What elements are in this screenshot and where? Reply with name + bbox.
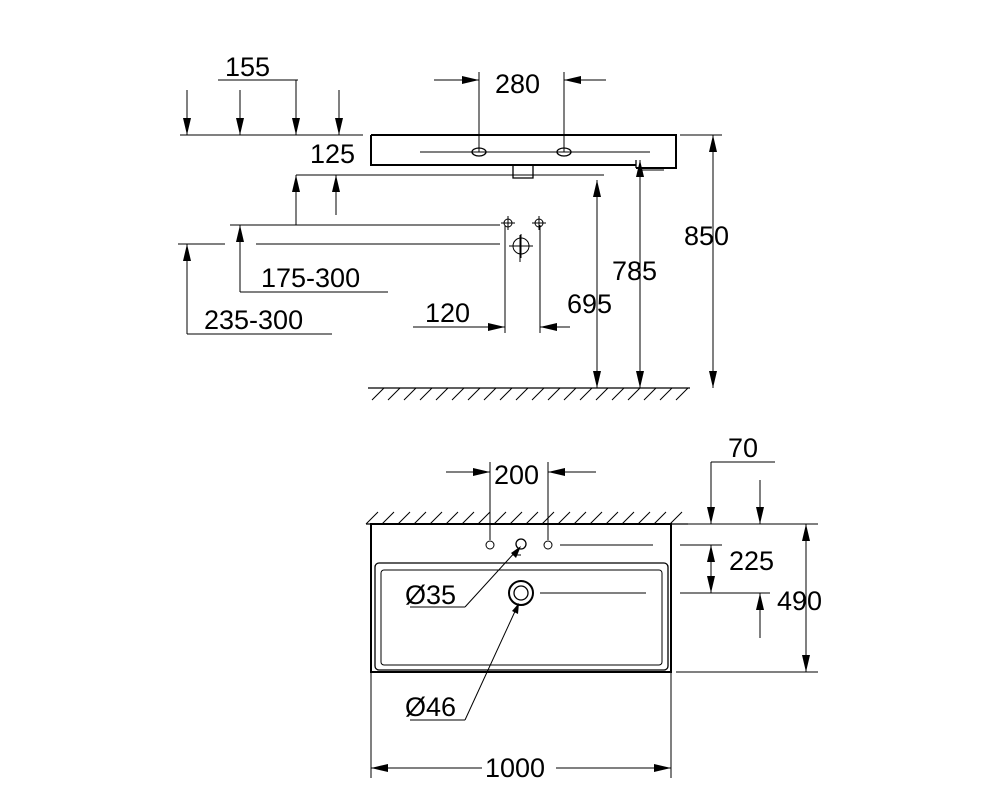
dim-235-300-group: 235-300 xyxy=(178,243,332,335)
floor-hatch xyxy=(368,387,690,401)
dim-175-300-group: 175-300 xyxy=(236,225,388,293)
dim-225-label: 225 xyxy=(729,546,774,576)
tap-hole-icon xyxy=(515,538,527,550)
dim-175-300-label: 175-300 xyxy=(261,263,360,293)
dim-120-label: 120 xyxy=(425,298,470,328)
dim-785-label: 785 xyxy=(612,256,657,286)
dim-200-label: 200 xyxy=(494,460,539,490)
tap-hole-marker-right-icon xyxy=(543,540,553,550)
dim-695-group: 695 xyxy=(567,180,612,388)
side-view: 155 280 125 xyxy=(178,52,729,401)
dim-d46-group: Ø46 xyxy=(405,603,519,722)
dim-850-label: 850 xyxy=(684,221,729,251)
dim-d35-label: Ø35 xyxy=(405,580,456,610)
dim-d35-group: Ø35 xyxy=(405,546,521,610)
dim-d46-label: Ø46 xyxy=(405,692,456,722)
dim-70-group: 70 xyxy=(707,433,775,524)
drain-inner-icon xyxy=(513,585,529,601)
top-view: 200 70 225 xyxy=(365,433,822,783)
basin-side-profile xyxy=(352,134,677,179)
dim-125-group: 125 xyxy=(292,139,360,225)
dim-125-label: 125 xyxy=(310,139,355,169)
dim-850-group: 850 xyxy=(680,134,729,388)
drain-outer-icon xyxy=(508,580,534,606)
dim-155-group: 155 xyxy=(180,52,363,136)
dim-225-group: 225 xyxy=(707,545,774,593)
dim-1000-group: 1000 xyxy=(370,672,672,783)
dim-155-label: 155 xyxy=(225,52,270,82)
dim-695-label: 695 xyxy=(567,289,612,319)
wall-connections xyxy=(230,216,546,333)
dim-235-300-label: 235-300 xyxy=(204,305,303,335)
dim-70-label: 70 xyxy=(728,433,758,463)
dim-280-group: 280 xyxy=(434,69,606,152)
dim-785-group: 785 xyxy=(612,160,657,388)
dim-1000-label: 1000 xyxy=(485,753,545,783)
dim-200-group: 200 xyxy=(446,460,596,540)
basin-top-outline xyxy=(370,523,672,673)
dim-280-label: 280 xyxy=(495,69,540,99)
wall-hatch xyxy=(365,511,688,525)
dim-490-group: 490 xyxy=(756,524,822,672)
tap-hole-marker-left-icon xyxy=(485,540,495,550)
dim-490-label: 490 xyxy=(777,586,822,616)
dim-120-group: 120 xyxy=(413,298,570,331)
